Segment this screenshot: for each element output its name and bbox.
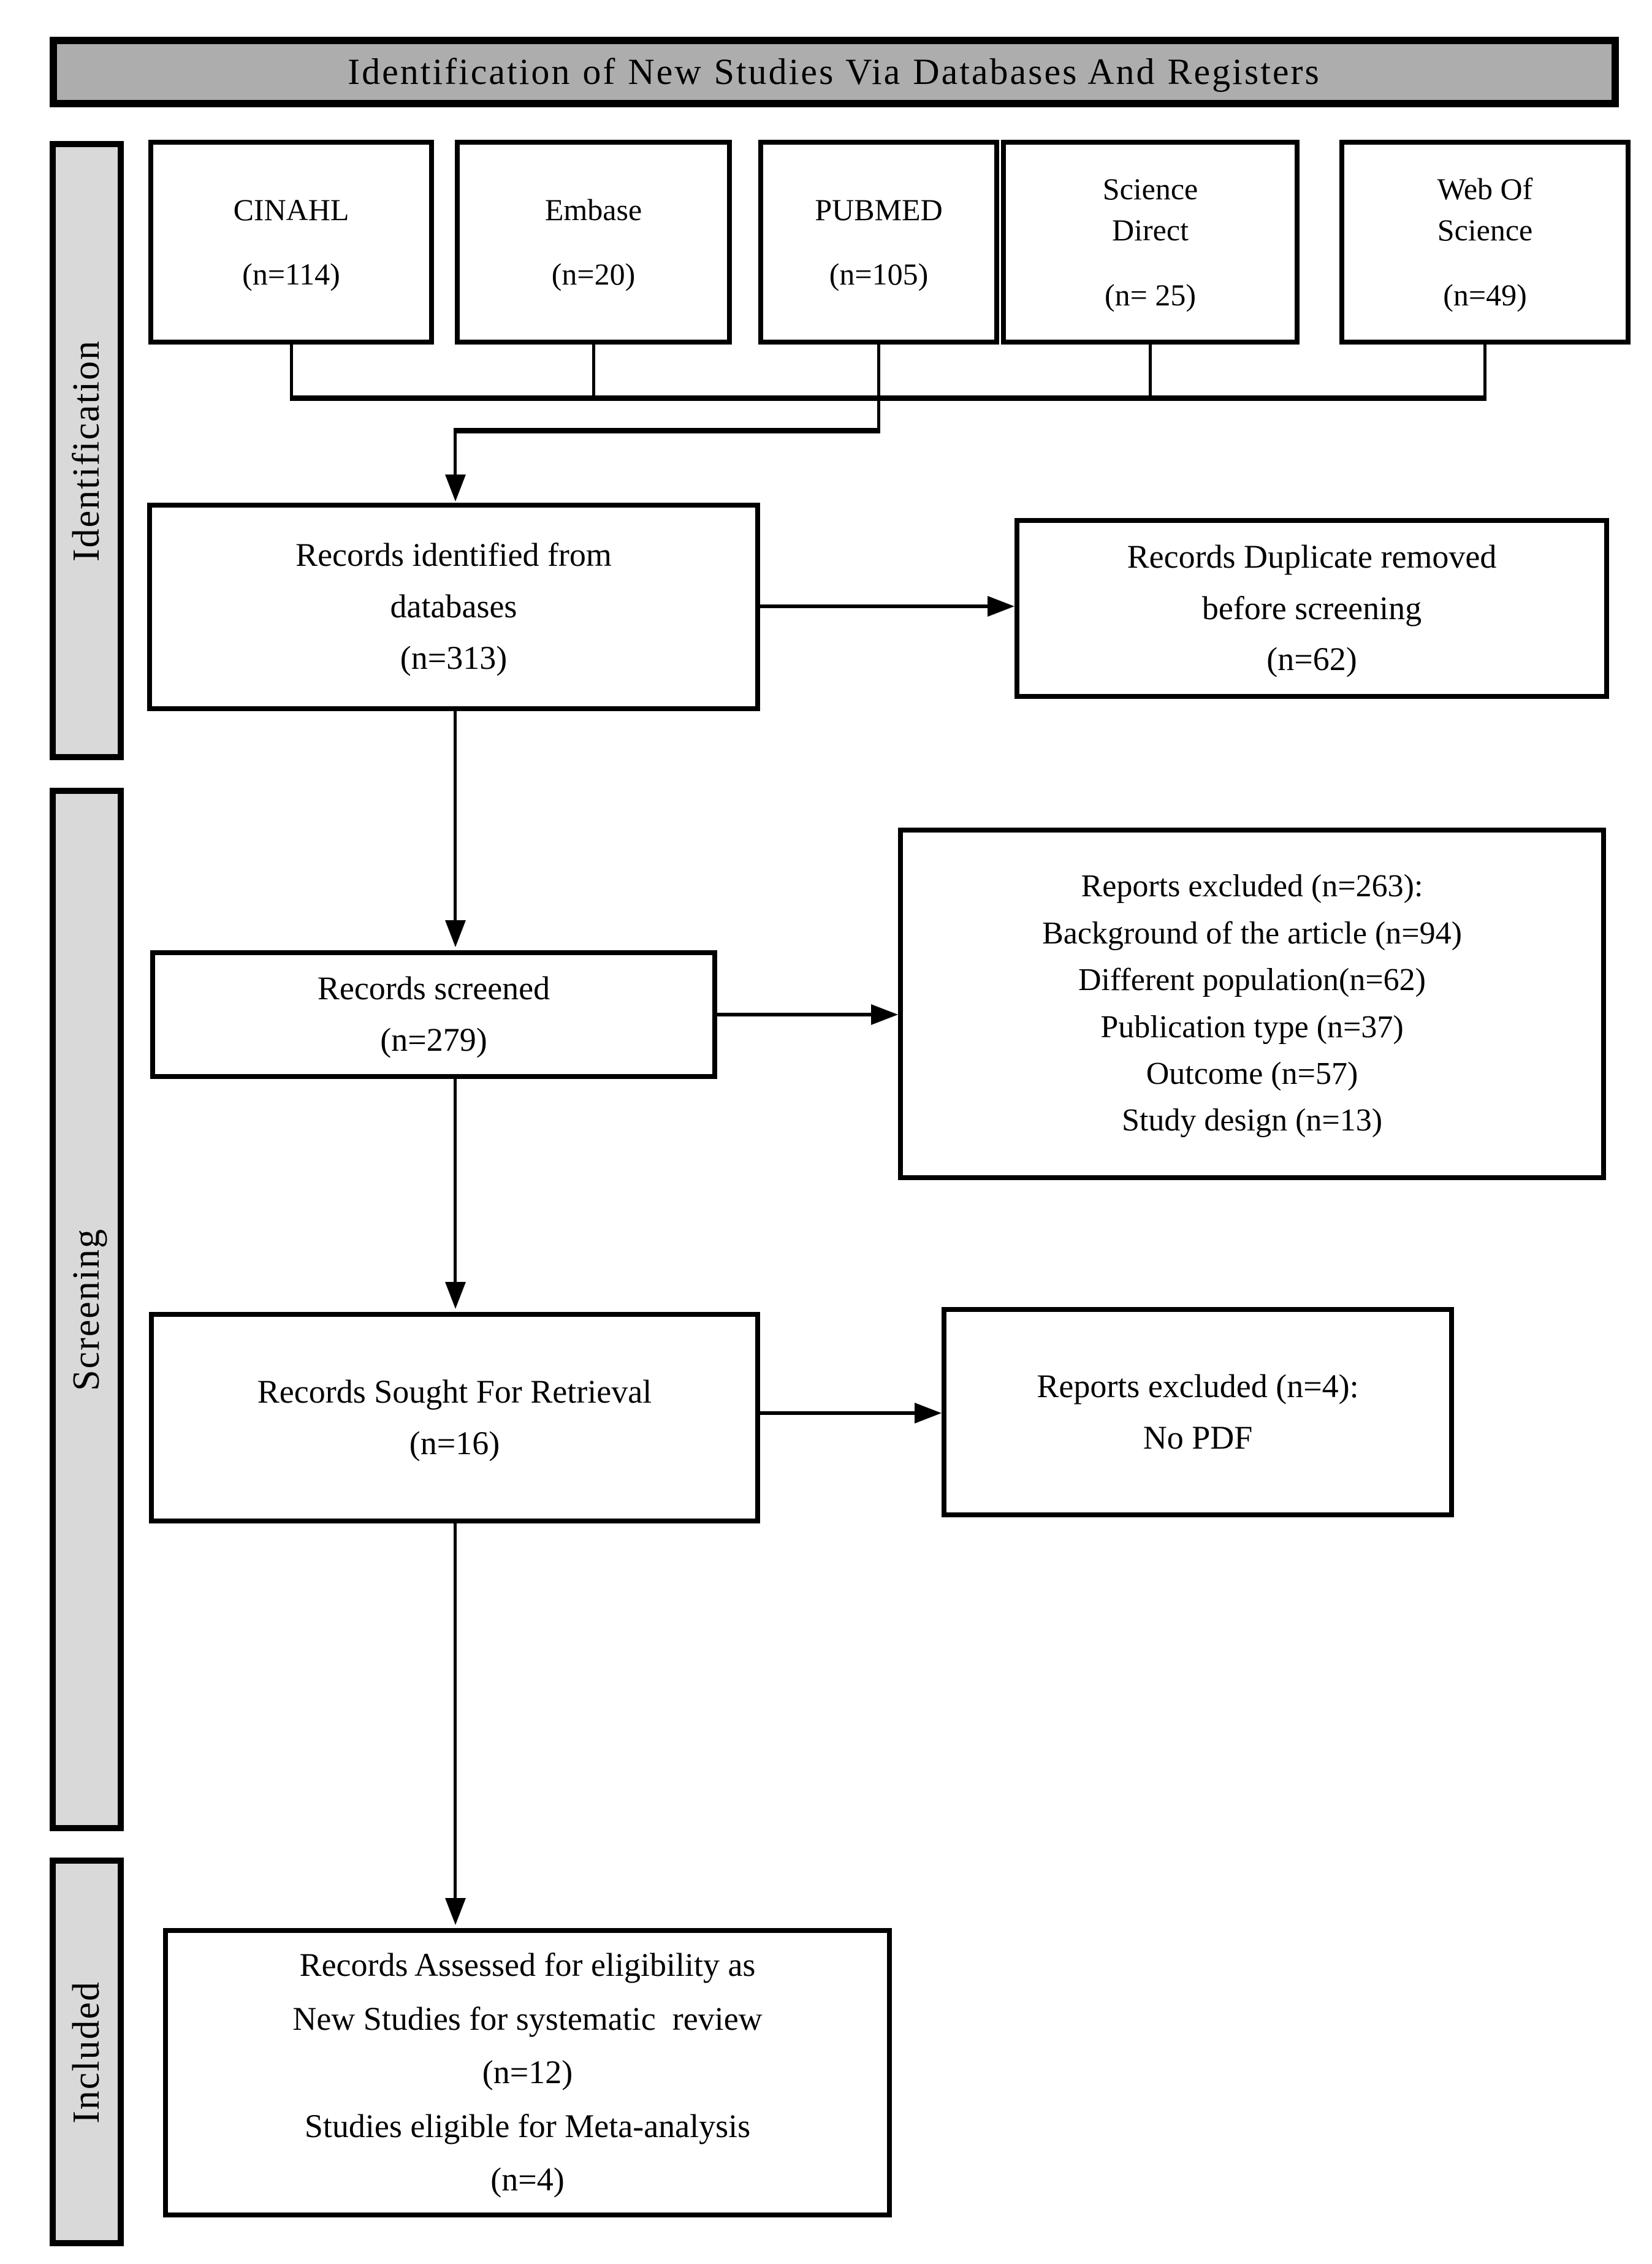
- database-name: Embase: [544, 192, 642, 227]
- arrow-down-icon: [445, 920, 466, 947]
- records-assessed-box: Records Assessed for eligibility as New …: [163, 1928, 892, 2217]
- connector-collector-line: [290, 395, 1486, 401]
- reports-excluded-box: Reports excluded (n=263): Background of …: [898, 828, 1606, 1180]
- connector-drop-segment: [877, 395, 880, 432]
- connector-stub-pubmed: [877, 345, 880, 400]
- records-screened-box: Records screened (n=279): [150, 950, 717, 1079]
- box-line: (n=279): [380, 1021, 487, 1058]
- arrow-to-identified-line: [454, 428, 457, 476]
- database-count: (n=114): [242, 257, 340, 291]
- database-count: (n= 25): [1105, 277, 1196, 312]
- box-line: Study design (n=13): [1121, 1103, 1383, 1138]
- box-line: No PDF: [1143, 1419, 1253, 1456]
- database-count: (n=105): [829, 257, 929, 291]
- box-line: (n=16): [409, 1424, 500, 1462]
- box-line: Records Sought For Retrieval: [257, 1373, 652, 1410]
- box-line: New Studies for systematic review: [292, 2000, 763, 2037]
- arrow-to-duplicates-line: [760, 604, 989, 608]
- arrow-down-icon: [445, 1898, 466, 1925]
- box-line: Background of the article (n=94): [1042, 915, 1462, 951]
- box-line: before screening: [1201, 589, 1422, 627]
- stage-included: Included: [50, 1858, 124, 2246]
- arrow-to-nopdf-line: [760, 1411, 916, 1415]
- arrow-to-assessed-line: [454, 1523, 457, 1899]
- database-box-web-of-science: Web Of Science (n=49): [1339, 140, 1631, 345]
- records-sought-box: Records Sought For Retrieval (n=16): [149, 1312, 760, 1523]
- box-line: Reports excluded (n=263):: [1081, 869, 1423, 904]
- box-line: (n=12): [482, 2054, 573, 2091]
- database-count: (n=20): [551, 257, 636, 291]
- diagram-title: Identification of New Studies Via Databa…: [50, 37, 1619, 107]
- database-name: Web Of Science: [1437, 171, 1533, 248]
- no-pdf-excluded-box: Reports excluded (n=4): No PDF: [942, 1307, 1454, 1517]
- box-line: Records screened: [317, 970, 550, 1007]
- connector-stub-cinahl: [290, 345, 293, 400]
- records-identified-box: Records identified from databases (n=313…: [147, 503, 760, 711]
- box-line: (n=313): [400, 639, 508, 676]
- box-line: Studies eligible for Meta-analysis: [304, 2107, 751, 2144]
- box-line: (n=4): [490, 2161, 565, 2198]
- connector-jog-line: [455, 428, 880, 433]
- database-box-pubmed: PUBMED (n=105): [758, 140, 999, 345]
- arrow-to-excluded-line: [717, 1013, 872, 1016]
- stage-identification: Identification: [50, 141, 124, 760]
- box-line: Different population(n=62): [1078, 962, 1426, 998]
- box-line: Records Assessed for eligibility as: [299, 1946, 756, 1984]
- database-box-science-direct: Science Direct (n= 25): [1001, 140, 1300, 345]
- database-box-cinahl: CINAHL (n=114): [148, 140, 434, 345]
- box-line: Publication type (n=37): [1100, 1009, 1404, 1045]
- stage-included-label: Included: [66, 1980, 107, 2124]
- arrow-to-sought-line: [454, 1079, 457, 1283]
- database-box-embase: Embase (n=20): [455, 140, 732, 345]
- database-count: (n=49): [1443, 277, 1527, 312]
- arrow-down-icon: [445, 1282, 466, 1309]
- box-line: databases: [390, 588, 517, 625]
- connector-stub-embase: [592, 345, 595, 400]
- box-line: Records identified from: [295, 536, 612, 574]
- arrow-right-icon: [988, 596, 1014, 617]
- stage-screening: Screening: [50, 788, 124, 1831]
- arrow-right-icon: [871, 1004, 898, 1025]
- stage-screening-label: Screening: [66, 1228, 107, 1391]
- database-name: CINAHL: [233, 192, 349, 227]
- database-name: Science Direct: [1102, 171, 1198, 248]
- arrow-down-icon: [445, 475, 466, 501]
- connector-stub-web-of-science: [1483, 345, 1486, 400]
- stage-identification-label: Identification: [66, 340, 107, 562]
- arrow-right-icon: [915, 1403, 942, 1424]
- connector-stub-science-direct: [1149, 345, 1152, 400]
- box-line: Outcome (n=57): [1146, 1056, 1358, 1091]
- box-line: Records Duplicate removed: [1127, 538, 1497, 575]
- duplicates-removed-box: Records Duplicate removed before screeni…: [1014, 518, 1609, 699]
- database-name: PUBMED: [815, 192, 943, 227]
- box-line: Reports excluded (n=4):: [1037, 1367, 1359, 1405]
- box-line: (n=62): [1266, 641, 1357, 678]
- arrow-to-screened-line: [454, 711, 457, 921]
